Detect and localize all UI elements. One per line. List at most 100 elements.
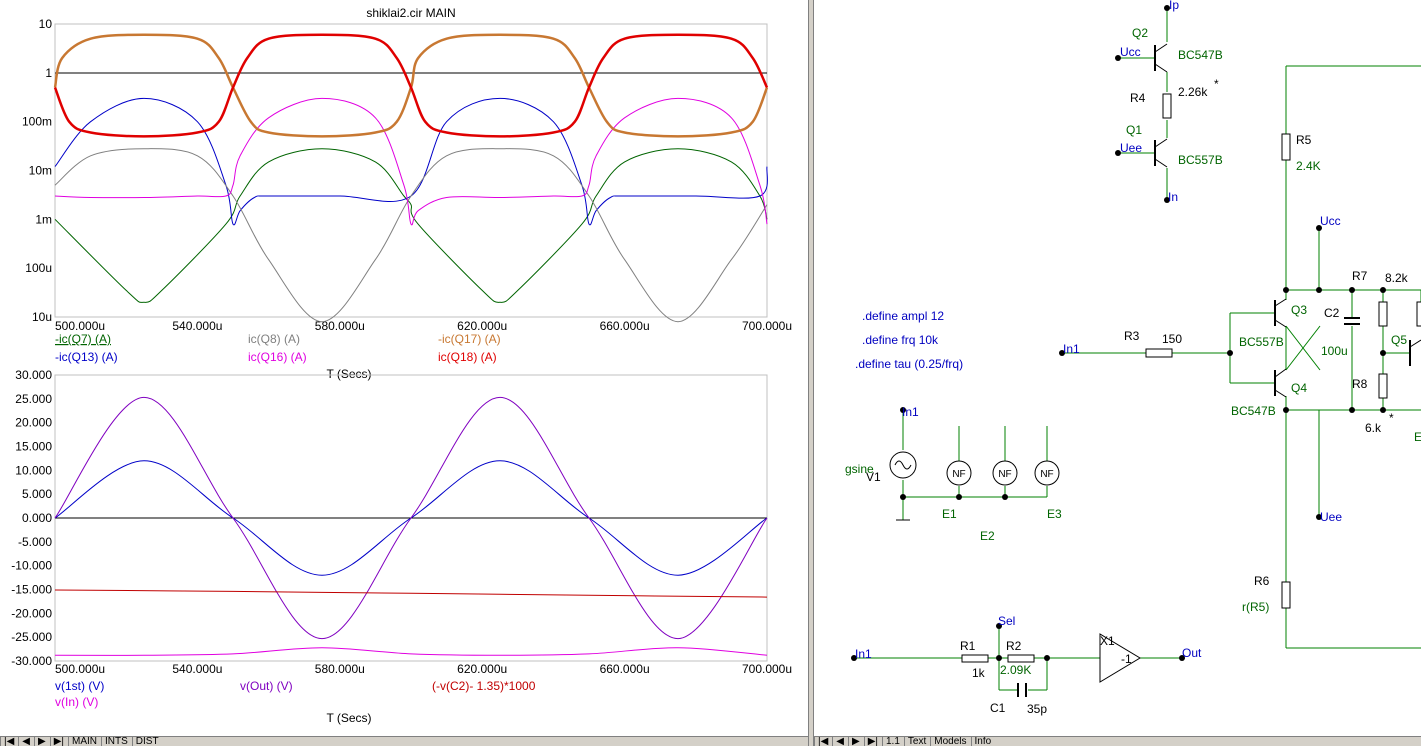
define-ampl[interactable]: .define ampl 12 [862,309,944,323]
label-nf-2: NF [998,469,1011,480]
bottom-x-tick-label: 580.000u [315,662,365,676]
tab-first-button[interactable]: |◀ [0,737,17,746]
sch-tab-models[interactable]: Models [930,737,969,746]
top-y-tick-label: 1m [35,212,52,226]
schematic-canvas[interactable]: Ip Q2 Ucc BC547B R4 2.26k * Q1 Uee BC557… [814,0,1421,740]
label-q1: Q1 [1126,123,1142,137]
label-uee-top: Uee [1120,141,1142,155]
bottom-x-tick-label: 540.000u [172,662,222,676]
label-c1-value: 35p [1027,702,1047,716]
label-in1-mid: In1 [1063,342,1080,356]
label-out: Out [1182,646,1202,660]
bottom-y-tick-label: 10.000 [15,463,52,477]
define-frq[interactable]: .define frq 10k [862,333,939,347]
schematic-nodes [851,5,1386,661]
legend-entry[interactable]: ic(Q8) (A) [248,332,300,346]
bottom-x-axis: 500.000u 540.000u 580.000u 620.000u 660.000u… [55,662,792,676]
label-r2: R2 [1006,639,1022,653]
series-line-v-c2-1-35-1000 [54,589,768,598]
bottom-y-tick-label: -5.000 [18,535,52,549]
legend-entry[interactable]: ic(Q16) (A) [248,350,307,364]
tab-prev-button[interactable]: ◀ [18,737,33,746]
label-bc557b-mid: BC557B [1239,335,1284,349]
bottom-y-tick-label: 25.000 [15,392,52,406]
tab-next-button[interactable]: ▶ [34,737,49,746]
label-r1: R1 [960,639,976,653]
bottom-y-tick-label: 5.000 [22,487,52,501]
label-q2: Q2 [1132,26,1148,40]
sch-tab-info[interactable]: Info [970,737,995,746]
label-uee-mid: Uee [1320,510,1342,524]
sch-tab-next-button[interactable]: ▶ [848,737,863,746]
label-r2-value: 2.09K [1000,663,1031,677]
label-nf-1: NF [952,469,965,480]
label-c2-value: 100u [1321,344,1348,358]
bottom-y-tick-label: -10.000 [11,559,52,573]
top-y-tick-label: 100m [22,115,52,129]
bottom-series-group [54,396,768,656]
legend-entry[interactable]: v(Out) (V) [240,679,293,693]
label-gsine: gsine [845,462,874,476]
bottom-y-tick-label: -20.000 [11,606,52,620]
legend-entry[interactable]: v(In) (V) [55,695,98,709]
legend-entry[interactable]: (-v(C2)- 1.35)*1000 [432,679,536,693]
legend-entry[interactable]: -ic(Q13) (A) [55,350,118,364]
legend-entry[interactable]: -ic(Q7) (A) [55,332,111,346]
label-in1-bottom: In1 [855,647,872,661]
tab-main[interactable]: MAIN [68,737,100,746]
label-r3: R3 [1124,329,1140,343]
top-x-tick-label: 620.000u [457,319,507,333]
label-r6-value: r(R5) [1242,600,1269,614]
label-ucc-top: Ucc [1120,45,1141,59]
top-y-tick-label: 10u [32,310,52,324]
tab-dist[interactable]: DIST [131,737,162,746]
label-r8: R8 [1352,377,1368,391]
series-line-v-out-v [54,396,768,640]
bottom-x-tick-label: 500.000u [55,662,105,676]
bottom-x-tick-label: 620.000u [457,662,507,676]
top-legend: -ic(Q7) (A) -ic(Q13) (A) ic(Q8) (A) ic(Q16)… [55,332,501,364]
top-x-tick-label: 540.000u [172,319,222,333]
label-c1: C1 [990,701,1006,715]
label-r5-value: 2.4K [1296,159,1321,173]
bottom-y-tick-label: 0.000 [22,511,52,525]
window-splitter[interactable] [808,0,814,746]
label-r7-value: 8.2k [1385,271,1409,285]
bottom-y-tick-label: 15.000 [15,440,52,454]
bottom-y-tick-label: -30.000 [11,654,52,668]
sch-tab-last-button[interactable]: ▶| [863,737,881,746]
tab-ints[interactable]: INTS [101,737,131,746]
top-x-tick-label: 500.000u [55,319,105,333]
legend-entry[interactable]: ic(Q18) (A) [438,350,497,364]
sch-tab-text[interactable]: Text [903,737,929,746]
legend-entry[interactable]: -ic(Q17) (A) [438,332,501,346]
bottom-x-tick-label: 660.000u [600,662,650,676]
tab-last-button[interactable]: ▶| [49,737,67,746]
label-e-clipped: E [1414,430,1421,444]
sch-tab-page[interactable]: 1.1 [882,737,903,746]
label-sel: Sel [998,614,1015,628]
label-ip: Ip [1169,0,1179,12]
schematic-components [889,43,1421,697]
define-tau[interactable]: .define tau (0.25/frq) [855,357,963,371]
label-q3: Q3 [1291,303,1307,317]
label-in-top: In [1168,190,1178,204]
top-series-group [53,33,769,323]
sch-tab-prev-button[interactable]: ◀ [832,737,847,746]
bottom-x-tick-label: 700.000u [742,662,792,676]
legend-entry[interactable]: v(1st) (V) [55,679,104,693]
label-r7: R7 [1352,269,1368,283]
label-q4: Q4 [1291,381,1307,395]
label-r4-value: 2.26k [1178,85,1208,99]
bottom-y-tick-label: 30.000 [15,368,52,382]
label-e2: E2 [980,529,995,543]
series-line-ic-q8-a [54,148,768,323]
schematic-window: Ip Q2 Ucc BC547B R4 2.26k * Q1 Uee BC557… [814,0,1421,746]
top-y-tick-label: 10m [29,164,52,178]
sch-tab-first-button[interactable]: |◀ [814,737,831,746]
label-r5: R5 [1296,133,1312,147]
